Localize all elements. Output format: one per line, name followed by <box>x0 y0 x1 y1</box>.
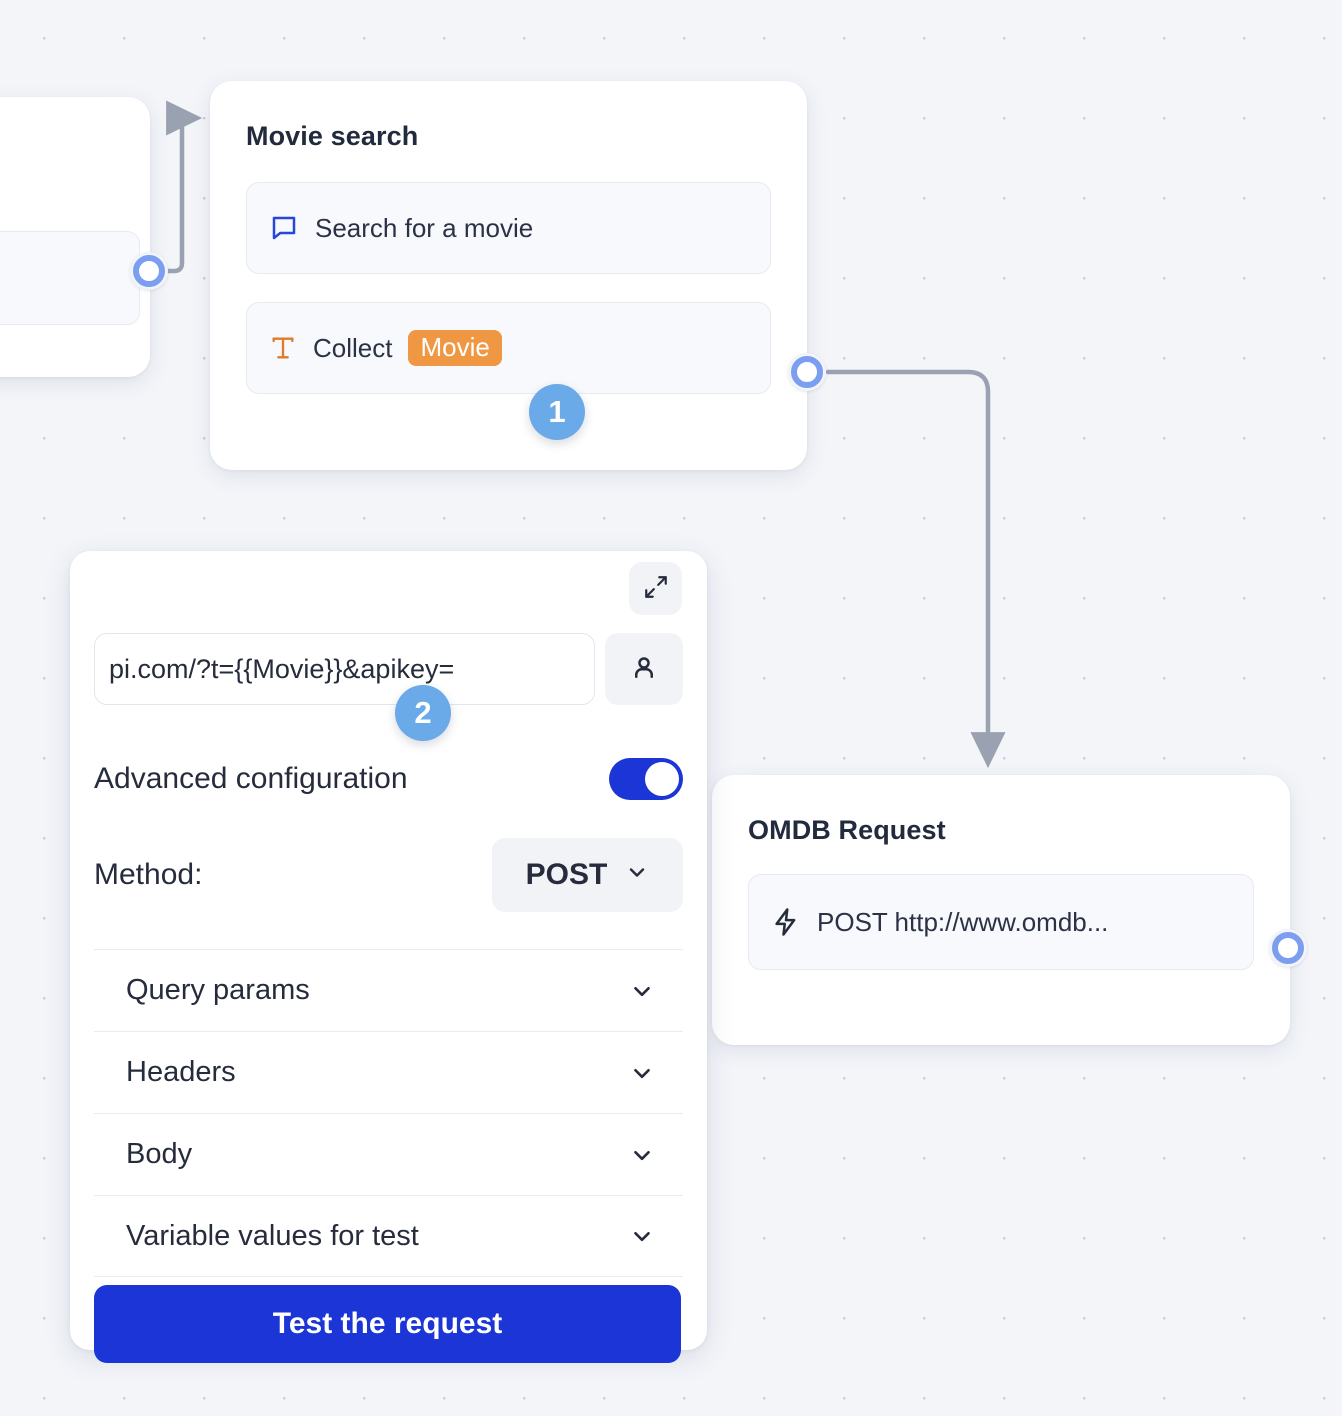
method-select[interactable]: POST <box>492 838 683 912</box>
accordion-item-body[interactable]: Body <box>94 1113 683 1195</box>
node-title-omdb-request: OMDB Request <box>748 815 946 845</box>
accordion-item-variable-values-for-test[interactable]: Variable values for test <box>94 1195 683 1277</box>
advanced-configuration-label: Advanced configuration <box>94 762 408 795</box>
person-icon <box>629 653 659 686</box>
advanced-configuration-row: Advanced configuration <box>94 758 683 800</box>
text-type-icon <box>269 334 297 362</box>
accordion-label: Headers <box>126 1056 236 1088</box>
chevron-down-icon <box>625 858 649 892</box>
step-badge-1: 1 <box>529 384 585 440</box>
request-config-panel[interactable]: pi.com/?t={{Movie}}&apikey= Advanced con… <box>70 551 707 1350</box>
accordion-item-headers[interactable]: Headers <box>94 1031 683 1113</box>
method-row: Method: POST <box>94 838 683 912</box>
method-value: POST <box>525 858 608 891</box>
url-input[interactable]: pi.com/?t={{Movie}}&apikey= <box>94 633 595 705</box>
chevron-down-icon <box>629 1223 655 1249</box>
chat-bubble-icon <box>269 213 299 243</box>
connector-handle-movie-search-output[interactable] <box>788 353 826 391</box>
connector-handle-omdb-output[interactable] <box>1269 929 1307 967</box>
method-label: Method: <box>94 858 203 891</box>
expand-diagonal-icon <box>643 574 669 603</box>
node-partial-row <box>0 231 140 325</box>
node-row-collect-movie[interactable]: Collect Movie <box>246 302 771 394</box>
accordion-item-query-params[interactable]: Query params <box>94 949 683 1031</box>
variable-chip-movie[interactable]: Movie <box>408 330 502 366</box>
step-badge-2: 2 <box>395 685 451 741</box>
accordion-label: Body <box>126 1138 193 1170</box>
node-row-label: POST http://www.omdb... <box>817 906 1109 937</box>
node-card-omdb-request[interactable]: OMDB Request POST http://www.omdb... <box>712 775 1290 1045</box>
config-accordion: Query params Headers Body <box>94 949 683 1277</box>
node-row-post-request[interactable]: POST http://www.omdb... <box>748 874 1254 970</box>
node-row-label: Search for a movie <box>315 212 534 243</box>
node-row-search-for-a-movie[interactable]: Search for a movie <box>246 182 771 274</box>
advanced-configuration-toggle[interactable] <box>609 758 683 800</box>
node-row-label: Collect <box>313 332 393 363</box>
node-card-partial[interactable] <box>0 97 150 377</box>
connector-handle-partial-output[interactable] <box>130 252 168 290</box>
node-title-movie-search: Movie search <box>246 121 419 151</box>
url-row: pi.com/?t={{Movie}}&apikey= <box>94 633 683 705</box>
url-variable-picker-button[interactable] <box>605 633 683 705</box>
accordion-label: Variable values for test <box>126 1219 419 1252</box>
chevron-down-icon <box>629 1060 655 1086</box>
test-the-request-button[interactable]: Test the request <box>94 1285 681 1363</box>
accordion-label: Query params <box>126 974 310 1006</box>
node-card-movie-search[interactable]: Movie search Search for a movie Collect … <box>210 81 807 470</box>
lightning-bolt-icon <box>771 907 801 937</box>
chevron-down-icon <box>629 1142 655 1168</box>
expand-panel-button[interactable] <box>629 562 682 615</box>
chevron-down-icon <box>629 978 655 1004</box>
